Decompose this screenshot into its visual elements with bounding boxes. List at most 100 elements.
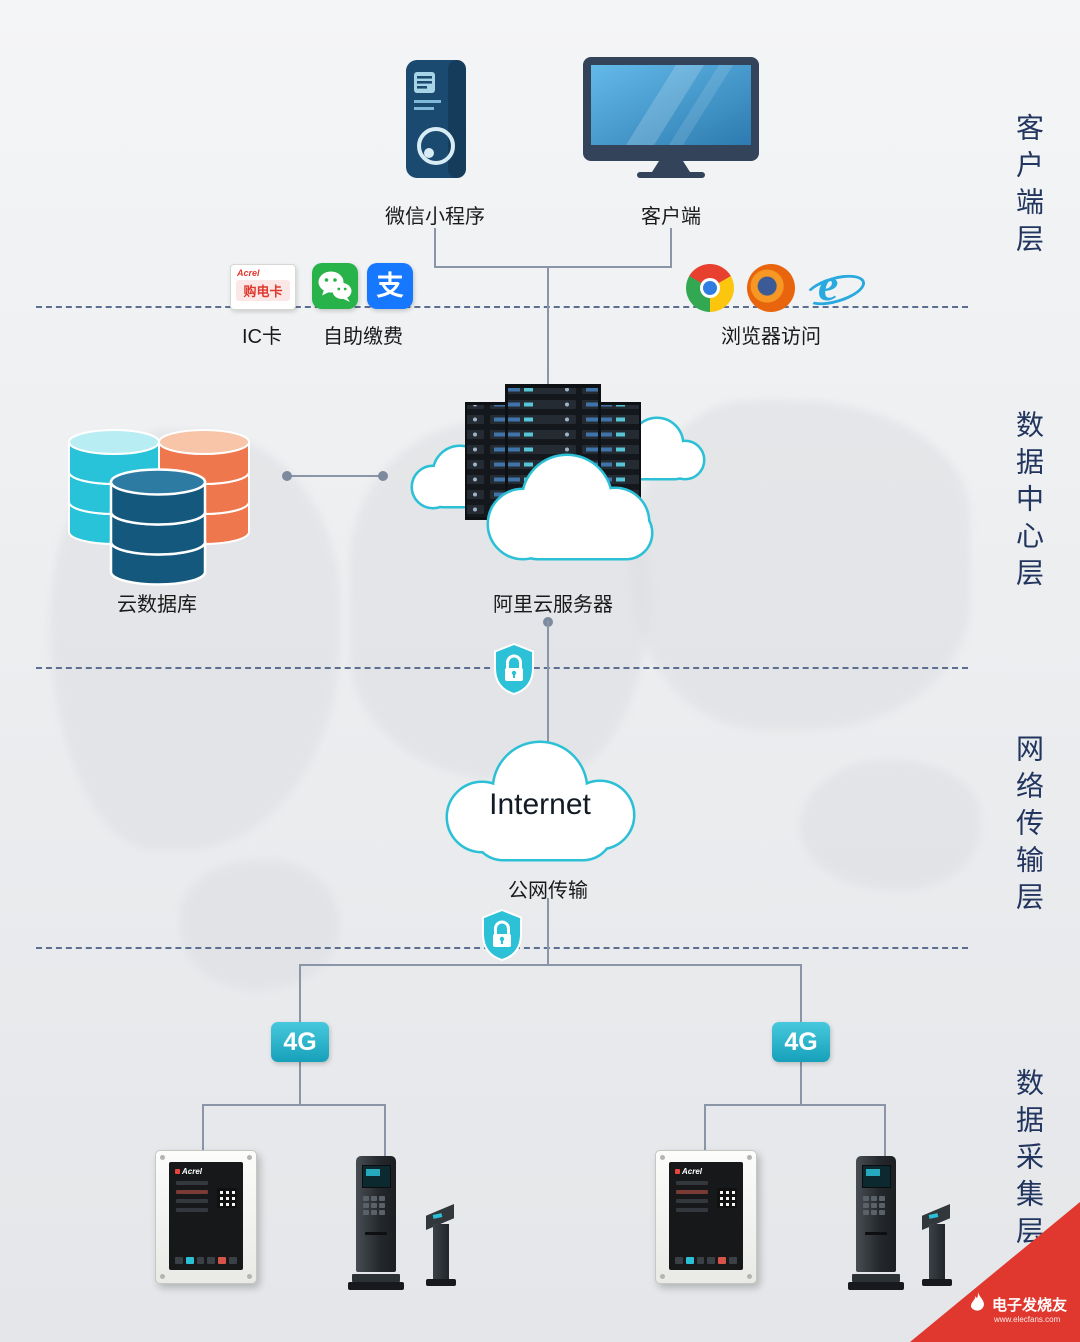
chrome-icon bbox=[686, 264, 734, 312]
key bbox=[871, 1210, 877, 1215]
pile-keypad bbox=[363, 1196, 390, 1215]
screw bbox=[747, 1274, 752, 1279]
connector-line bbox=[704, 1104, 706, 1154]
key bbox=[185, 1257, 194, 1264]
card-slot bbox=[365, 1232, 387, 1235]
connector-line bbox=[800, 1062, 802, 1106]
connector-line bbox=[800, 964, 802, 1022]
key bbox=[363, 1203, 369, 1208]
key bbox=[871, 1196, 877, 1201]
pile-body bbox=[856, 1156, 896, 1272]
connector-line bbox=[547, 266, 549, 386]
charging-pile-right bbox=[848, 1156, 904, 1290]
connector-line bbox=[670, 228, 672, 268]
key bbox=[696, 1257, 705, 1264]
key bbox=[371, 1196, 377, 1201]
monitor-icon bbox=[583, 57, 759, 178]
key bbox=[207, 1257, 216, 1264]
pedestal-right bbox=[920, 1204, 954, 1286]
lock-shield-icon bbox=[482, 908, 522, 962]
key bbox=[675, 1257, 683, 1264]
qr-code bbox=[717, 1188, 737, 1208]
key bbox=[363, 1210, 369, 1215]
layer-label-datacenter: 数据中心层 bbox=[1013, 409, 1044, 595]
key bbox=[729, 1257, 737, 1264]
badge-4g-right: 4G bbox=[772, 1022, 830, 1062]
meter-row bbox=[676, 1199, 709, 1203]
connector-line bbox=[384, 1104, 386, 1160]
screw bbox=[247, 1274, 252, 1279]
connector-line bbox=[547, 620, 549, 744]
pile-keypad bbox=[863, 1196, 890, 1215]
layer-label-client: 客户端层 bbox=[1013, 113, 1044, 261]
key bbox=[196, 1257, 205, 1264]
meter-row bbox=[176, 1208, 209, 1212]
key bbox=[879, 1203, 885, 1208]
key bbox=[229, 1257, 237, 1264]
connector-line bbox=[547, 898, 549, 966]
connector-line bbox=[202, 1104, 204, 1154]
ic-card: Acrel 购电卡 bbox=[230, 264, 296, 310]
meter-keys bbox=[175, 1257, 237, 1264]
ic-card-brand: Acrel bbox=[237, 268, 260, 278]
device-brand: Acrel bbox=[675, 1167, 737, 1176]
cloud-database-label: 云数据库 bbox=[117, 594, 197, 616]
key bbox=[379, 1203, 385, 1208]
key bbox=[863, 1196, 869, 1201]
pedestal-body bbox=[929, 1224, 945, 1279]
layer-label-network: 网络传输层 bbox=[1013, 733, 1044, 919]
world-map-background bbox=[180, 860, 340, 990]
ic-card-label: IC卡 bbox=[242, 326, 282, 348]
pile-body bbox=[356, 1156, 396, 1272]
wechat-miniprogram-label: 微信小程序 bbox=[385, 206, 485, 228]
key bbox=[879, 1210, 885, 1215]
browser-access-label: 浏览器访问 bbox=[721, 326, 821, 348]
connector-dot bbox=[378, 471, 388, 481]
meter-row bbox=[676, 1208, 709, 1212]
pedestal-body bbox=[433, 1224, 449, 1279]
pedestal-base bbox=[426, 1279, 456, 1286]
key bbox=[707, 1257, 716, 1264]
public-network-label: 公网传输 bbox=[508, 880, 588, 902]
connector-line bbox=[287, 475, 383, 477]
meter-row bbox=[676, 1181, 709, 1185]
screw bbox=[160, 1155, 165, 1160]
meter-panel: Acrel bbox=[169, 1162, 243, 1270]
key bbox=[718, 1257, 727, 1264]
pedestal-base bbox=[922, 1279, 952, 1286]
watermark-url: www.elecfans.com bbox=[994, 1315, 1061, 1324]
meter-row bbox=[176, 1181, 209, 1185]
connector-line bbox=[299, 964, 301, 1022]
key bbox=[379, 1210, 385, 1215]
phone-icon bbox=[406, 60, 466, 178]
key bbox=[863, 1203, 869, 1208]
meter-row bbox=[676, 1190, 709, 1194]
firefox-icon bbox=[747, 264, 795, 312]
meter-box-right: Acrel bbox=[655, 1150, 757, 1284]
pile-step bbox=[352, 1274, 400, 1282]
connector-dot bbox=[282, 471, 292, 481]
key bbox=[175, 1257, 183, 1264]
alipay-icon: 支 bbox=[367, 263, 413, 309]
qr-code bbox=[217, 1188, 237, 1208]
pile-base bbox=[848, 1282, 904, 1290]
badge-4g-left: 4G bbox=[271, 1022, 329, 1062]
connector-line bbox=[202, 1104, 386, 1106]
watermark-title: 电子发烧友 bbox=[992, 1297, 1068, 1314]
pile-step bbox=[852, 1274, 900, 1282]
meter-box-left: Acrel bbox=[155, 1150, 257, 1284]
key bbox=[371, 1203, 377, 1208]
key bbox=[879, 1196, 885, 1201]
internet-label: Internet bbox=[489, 788, 591, 821]
lock-shield-icon bbox=[494, 642, 534, 696]
pile-base bbox=[348, 1282, 404, 1290]
screw bbox=[660, 1274, 665, 1279]
ie-icon: e bbox=[801, 259, 869, 312]
key bbox=[363, 1196, 369, 1201]
ic-card-text: 购电卡 bbox=[236, 280, 290, 301]
database-icon bbox=[68, 429, 250, 586]
connector-line bbox=[434, 228, 436, 268]
chrome-icon-center bbox=[700, 278, 720, 298]
pile-screen bbox=[362, 1165, 391, 1188]
